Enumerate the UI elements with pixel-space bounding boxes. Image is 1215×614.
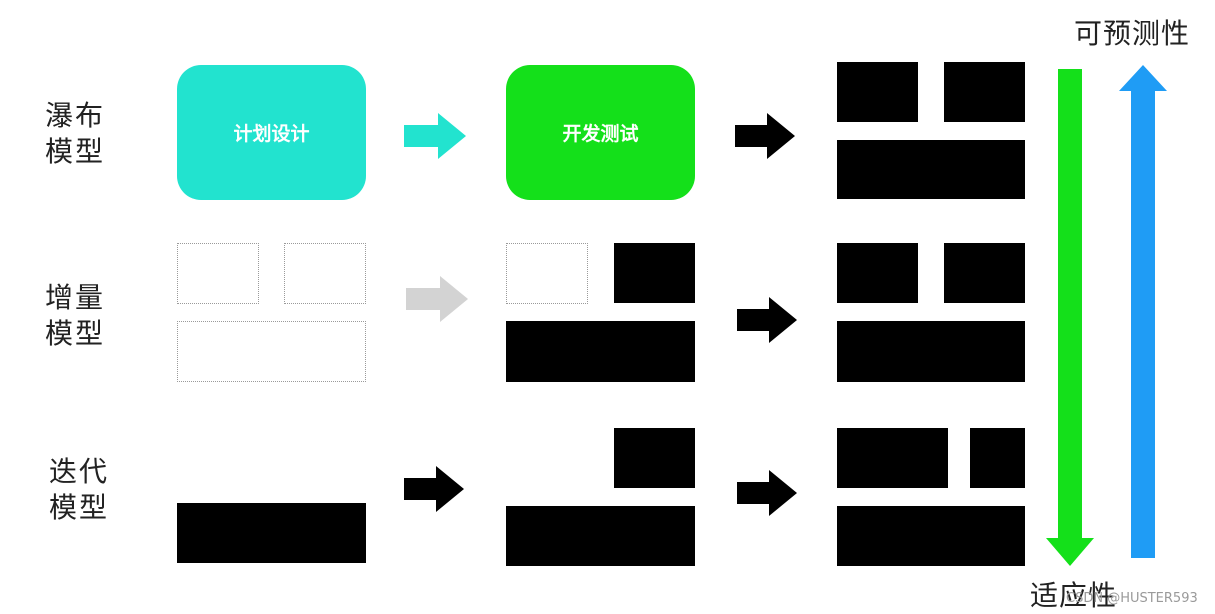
incremental-outline-bottom (177, 321, 366, 382)
incremental-outline-top-right (284, 243, 366, 304)
dev-test-label: 开发测试 (562, 123, 639, 145)
iterative-model-label: 迭代 模型 (44, 454, 114, 526)
iterative-label-line-1: 迭代 (48, 455, 109, 488)
iterative-label-line-2: 模型 (48, 491, 109, 524)
incremental-outline-top-left (177, 243, 259, 304)
incremental-block-top-left (837, 243, 918, 303)
adaptability-down-arrow-icon (1046, 69, 1094, 566)
black-arrow-icon (737, 470, 797, 516)
watermark-text: CSDN @HUSTER593 (1066, 591, 1198, 606)
waterfall-block-bottom (837, 140, 1025, 199)
cyan-arrow-icon (404, 113, 466, 159)
predictability-label: 可预测性 (1074, 17, 1191, 50)
iterative-block-mid-bottom (506, 506, 695, 566)
gray-arrow-icon (406, 276, 468, 322)
plan-design-label: 计划设计 (233, 123, 310, 145)
iterative-block-mid-top (614, 428, 695, 488)
waterfall-block-top-left (837, 62, 918, 122)
waterfall-model-label: 瀑布 模型 (40, 98, 110, 170)
incremental-block-mid-bottom (506, 321, 695, 382)
incremental-outline-mid (506, 243, 588, 304)
incremental-block-mid-top (614, 243, 695, 303)
iterative-block-top-wide (837, 428, 948, 488)
adaptability-label: 适应性 (1030, 579, 1118, 612)
incremental-model-label: 增量 模型 (40, 280, 110, 352)
black-arrow-icon (404, 466, 464, 512)
plan-design-box: 计划设计 (177, 65, 366, 200)
incremental-block-top-right (944, 243, 1025, 303)
waterfall-block-top-right (944, 62, 1025, 122)
iterative-block-bottom (837, 506, 1025, 566)
incremental-label-line-1: 增量 (44, 281, 105, 314)
incremental-label-line-2: 模型 (44, 317, 105, 350)
incremental-block-bottom (837, 321, 1025, 382)
black-arrow-icon (735, 113, 795, 159)
waterfall-label-line-1: 瀑布 (44, 99, 105, 132)
dev-test-box: 开发测试 (506, 65, 695, 200)
black-arrow-icon (737, 297, 797, 343)
iterative-block-top-narrow (970, 428, 1025, 488)
predictability-up-arrow-icon (1119, 65, 1167, 558)
waterfall-label-line-2: 模型 (44, 135, 105, 168)
iterative-block-initial (177, 503, 366, 563)
